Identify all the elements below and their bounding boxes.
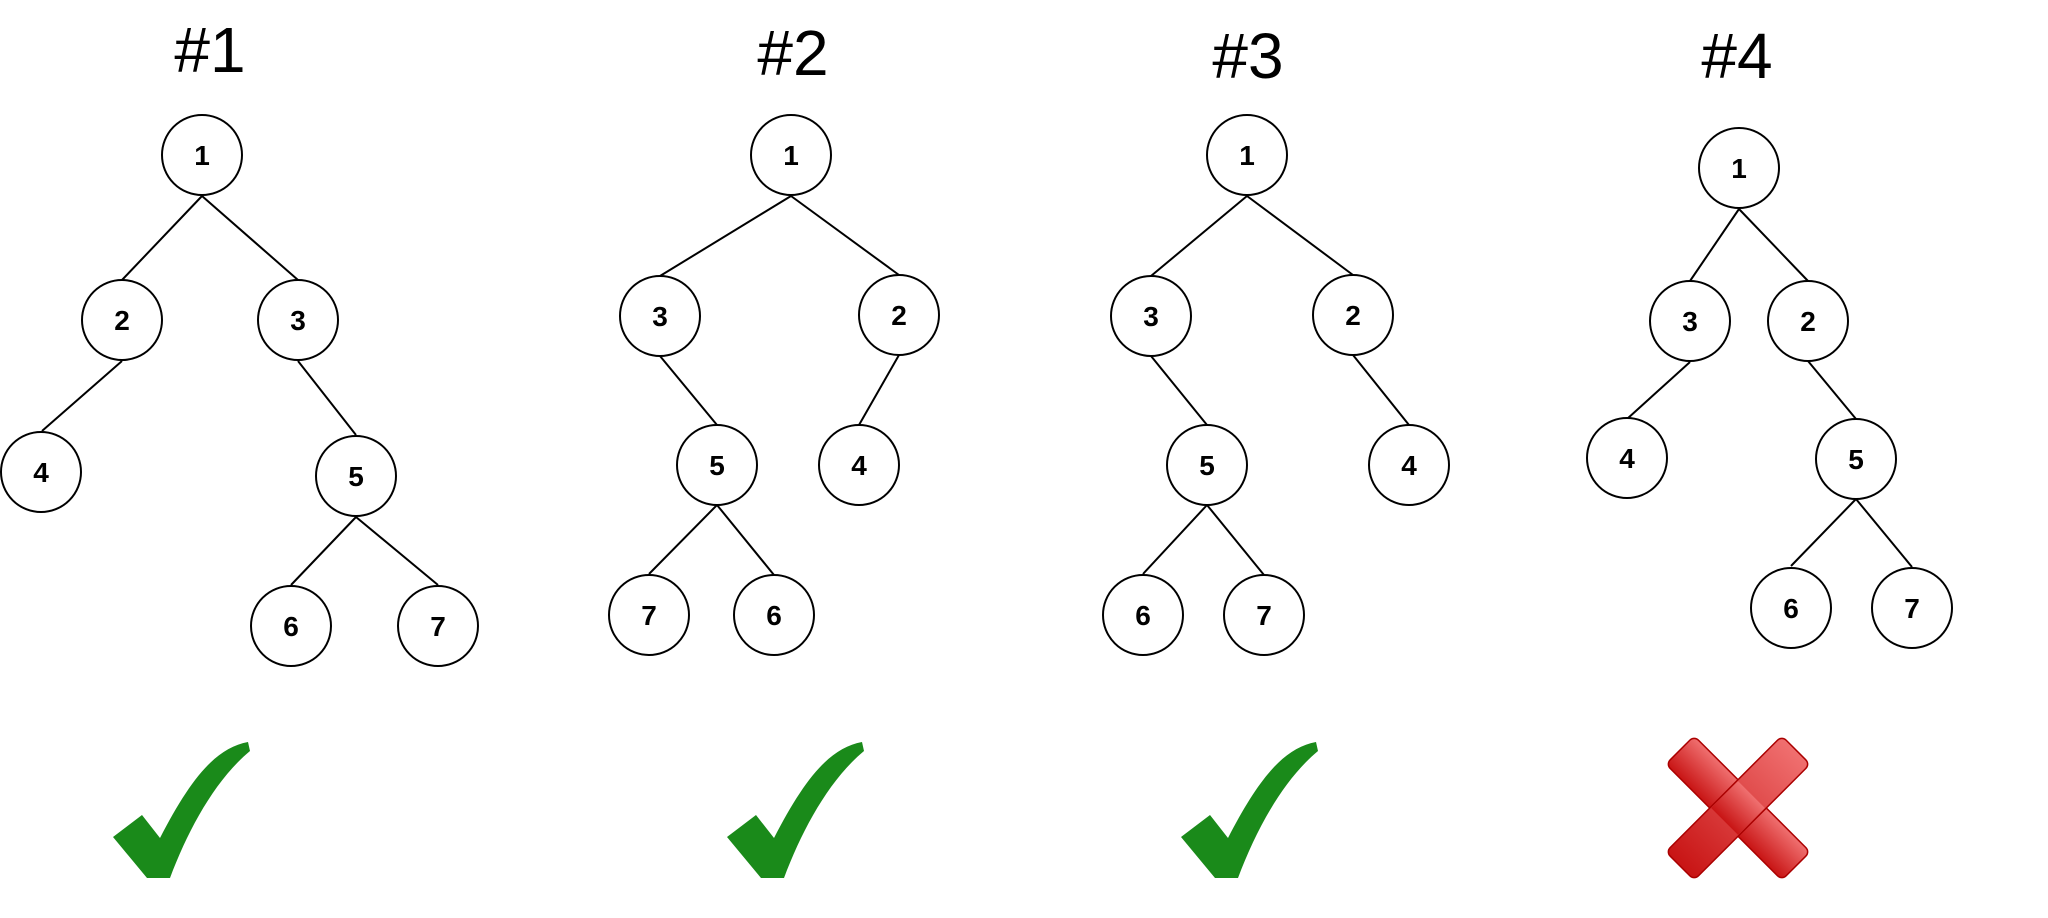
node-label: 3	[1143, 301, 1159, 332]
tree-node: 6	[1750, 567, 1832, 649]
tree-node: 3	[619, 275, 701, 357]
tree-node: 4	[1368, 424, 1450, 506]
tree: 1 2 3 4 5 6 7	[0, 114, 479, 667]
tree-edge	[201, 195, 299, 281]
tree-node: 1	[1698, 127, 1780, 209]
tree-edge	[1206, 504, 1265, 576]
node-label: 2	[1800, 306, 1816, 337]
tree-edge	[355, 516, 439, 586]
node-label: 6	[283, 611, 299, 642]
panel-title: #3	[1212, 20, 1283, 92]
tree-node: 3	[1110, 275, 1192, 357]
panel-title: #4	[1701, 20, 1772, 92]
node-label: 6	[1783, 593, 1799, 624]
tree-node: 6	[250, 585, 332, 667]
panel-3: #3 1 3 2 5	[1102, 20, 1450, 878]
tree: 1 3 2 4 5 6 7	[1586, 127, 1953, 649]
tree-edge	[1626, 361, 1691, 420]
panel-title: #1	[174, 14, 245, 86]
tree-edge	[297, 360, 357, 436]
checkmark-icon	[1181, 742, 1318, 878]
tree-node: 7	[1871, 567, 1953, 649]
node-label: 1	[1239, 140, 1255, 171]
node-label: 7	[641, 600, 657, 631]
tree-edge	[1807, 360, 1857, 420]
tree-edge	[41, 360, 123, 432]
tree-edge	[1142, 504, 1208, 575]
tree-edge	[1689, 208, 1740, 282]
node-label: 4	[1401, 450, 1417, 481]
tree-edge	[1855, 498, 1913, 568]
tree-node: 2	[1312, 274, 1394, 356]
tree: 1 3 2 5 4 7 6	[608, 114, 940, 656]
tree-node: 5	[1815, 418, 1897, 500]
panel-1: #1 1 2 3 4	[0, 14, 479, 878]
tree-node: 5	[1166, 424, 1248, 506]
tree-node: 7	[397, 585, 479, 667]
tree-node: 4	[0, 431, 82, 513]
tree-edge	[1738, 208, 1809, 282]
tree-node: 2	[1767, 280, 1849, 362]
tree-node: 4	[818, 424, 900, 506]
node-label: 1	[783, 140, 799, 171]
panel-title: #2	[757, 17, 828, 89]
node-label: 3	[652, 301, 668, 332]
node-label: 6	[1135, 600, 1151, 631]
tree-node: 1	[750, 114, 832, 196]
node-label: 1	[1731, 153, 1747, 184]
checkmark-icon	[727, 742, 864, 878]
node-label: 5	[1848, 444, 1864, 475]
tree-node: 6	[733, 574, 815, 656]
node-label: 5	[709, 450, 725, 481]
tree-edge	[121, 195, 203, 281]
tree-edge	[648, 504, 718, 575]
node-label: 3	[1682, 306, 1698, 337]
tree-edge	[790, 195, 900, 276]
tree-node: 5	[315, 435, 397, 517]
tree-edge	[1352, 354, 1410, 426]
checkmark-icon	[113, 742, 250, 878]
node-label: 2	[114, 305, 130, 336]
panel-2: #2 1 3 2 5	[608, 17, 940, 878]
panel-4: #4 1 3 2 4	[1586, 20, 1953, 879]
tree-node: 7	[608, 574, 690, 656]
tree-edge	[659, 195, 792, 277]
tree-node: 3	[1649, 280, 1731, 362]
tree: 1 3 2 5 4 6 7	[1102, 114, 1450, 656]
node-label: 1	[194, 140, 210, 171]
tree-edge	[1246, 195, 1354, 276]
node-label: 5	[348, 461, 364, 492]
tree-node: 2	[858, 274, 940, 356]
node-label: 4	[1619, 443, 1635, 474]
tree-node: 1	[1206, 114, 1288, 196]
tree-node: 7	[1223, 574, 1305, 656]
tree-node: 6	[1102, 574, 1184, 656]
node-label: 5	[1199, 450, 1215, 481]
tree-node: 4	[1586, 417, 1668, 499]
tree-edge	[858, 354, 900, 426]
node-label: 3	[290, 305, 306, 336]
tree-edge	[1790, 498, 1857, 567]
node-label: 4	[851, 450, 867, 481]
tree-edge	[1150, 195, 1248, 277]
node-label: 6	[766, 600, 782, 631]
tree-edge	[659, 355, 718, 426]
tree-node: 5	[676, 424, 758, 506]
node-label: 7	[430, 611, 446, 642]
tree-edge	[1150, 355, 1208, 426]
cross-icon	[1667, 737, 1809, 879]
node-label: 7	[1904, 593, 1920, 624]
node-label: 7	[1256, 600, 1272, 631]
node-label: 2	[891, 300, 907, 331]
tree-edge	[716, 504, 775, 576]
tree-node: 2	[81, 279, 163, 361]
tree-node: 1	[161, 114, 243, 196]
tree-node: 3	[257, 279, 339, 361]
node-label: 4	[33, 457, 49, 488]
tree-edge	[290, 516, 357, 586]
node-label: 2	[1345, 300, 1361, 331]
